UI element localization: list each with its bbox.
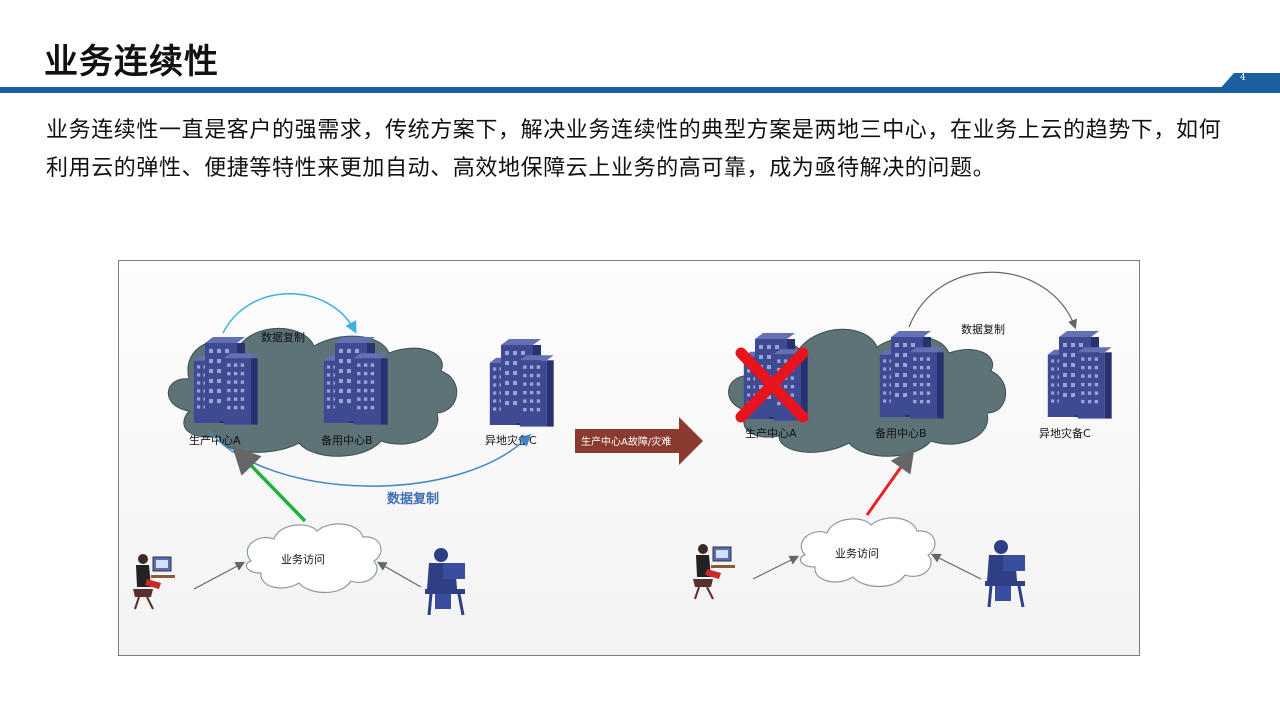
user-icon-right-1 [692, 543, 736, 600]
label-center-b-right: 备用中心B [875, 426, 927, 440]
label-center-c-right: 异地灾备C [1039, 426, 1091, 440]
page-tab-shape [1218, 73, 1280, 91]
intro-paragraph: 业务连续性一直是客户的强需求，传统方案下，解决业务连续性的典型方案是两地三中心，… [46, 118, 1222, 181]
access-cloud-left [245, 523, 382, 593]
label-center-a-right: 生产中心A [745, 426, 797, 440]
diagram-canvas: 数据复制 生产中心A 备用中心B 异地灾备C 数据复制 业务访问 生产中心A故障… [132, 271, 1139, 617]
building-center-c-left [490, 339, 554, 427]
label-center-c-left: 异地灾备C [485, 433, 537, 447]
user-arrow-right-2 [930, 553, 982, 580]
building-center-c-right [1048, 331, 1112, 419]
user-icon-left-1 [132, 553, 176, 610]
title-underline [0, 87, 1280, 93]
failure-cross-icon [735, 347, 809, 423]
page-title: 业务连续性 [44, 42, 219, 82]
dr-diagram: 数据复制 生产中心A 备用中心B 异地灾备C 数据复制 业务访问 生产中心A故障… [118, 260, 1140, 656]
access-label-right: 业务访问 [835, 547, 879, 560]
failover-transition-label: 生产中心A故障/灾难 [581, 435, 671, 448]
red-access-arrow [865, 448, 915, 516]
access-cloud-right [799, 517, 936, 587]
green-access-arrow [232, 445, 307, 523]
access-label-left: 业务访问 [281, 553, 325, 566]
user-arrow-right-1 [752, 555, 800, 580]
user-icon-right-2 [983, 538, 1027, 609]
page-number: 4 [1240, 73, 1246, 83]
user-arrow-left-2 [376, 561, 422, 588]
user-icon-left-2 [423, 546, 467, 617]
replication-label-top-left: 数据复制 [261, 330, 305, 344]
replication-label-bottom-left: 数据复制 [387, 491, 439, 507]
replication-label-top-right: 数据复制 [961, 322, 1005, 336]
replication-arrow-top-left [222, 293, 357, 334]
failover-transition-arrow [575, 417, 703, 465]
user-arrow-left-1 [193, 561, 246, 590]
label-center-b-left: 备用中心B [321, 433, 373, 447]
replication-arrow-top-right [908, 271, 1077, 330]
label-center-a-left: 生产中心A [189, 433, 241, 447]
